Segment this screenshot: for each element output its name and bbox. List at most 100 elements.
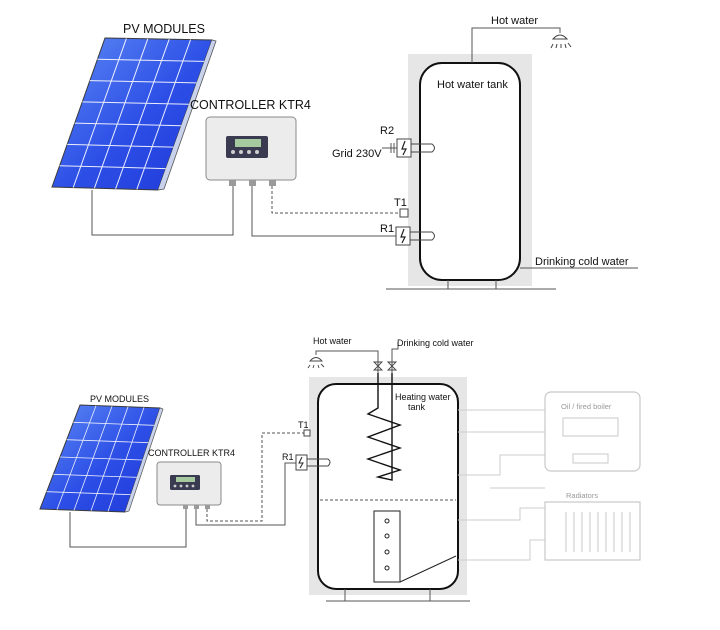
pv-cell-line (93, 38, 149, 189)
radiators (544, 501, 641, 561)
tank-label-line2: tank (408, 402, 426, 412)
hot-water-label: Hot water (313, 336, 352, 346)
tank-label: Hot water tank (437, 79, 508, 91)
pv-modules-label: PV MODULES (90, 394, 149, 404)
lightning-icon (401, 140, 407, 156)
r2-label: R2 (380, 125, 394, 137)
controller-to-r1-wire (251, 186, 396, 237)
boiler-label: Oil / fired boiler (561, 402, 612, 411)
pv-panel-frame-edge (157, 39, 217, 191)
hot-water-tank-1 (386, 54, 556, 290)
controller-button (191, 484, 195, 488)
pv-cell-line (53, 473, 137, 478)
lightning-icon (298, 456, 304, 469)
heater-r1-box (395, 226, 411, 246)
pv-panel-grid (46, 405, 155, 512)
system-1: PV MODULES CONTROLLER KTR4 H (51, 15, 638, 290)
heater-r2 (382, 138, 435, 158)
pv-cell-line (97, 58, 205, 62)
radiator-body (544, 501, 641, 561)
pv-cell-line (46, 491, 131, 496)
heating-element-r2 (411, 143, 435, 153)
controller-label: CONTROLLER KTR4 (148, 448, 235, 458)
controller-to-t1-sensor-wire (271, 186, 400, 214)
tank-label-line1: Heating water (395, 392, 451, 402)
tank-shell (317, 383, 459, 590)
hot-water-pipe (471, 27, 561, 63)
controller-ktr4-1 (205, 116, 297, 186)
pv-cell-line (115, 39, 170, 189)
flange-bolt (384, 518, 390, 524)
pv-cell-line (59, 456, 143, 461)
tank-diagonal (399, 555, 457, 583)
t1-label: T1 (298, 420, 309, 430)
pv-cell-line (66, 439, 149, 444)
controller-button (255, 150, 259, 154)
controller-button (239, 150, 243, 154)
hot-water-label: Hot water (491, 15, 538, 27)
heating-element-r1 (410, 231, 435, 241)
cold-water-pipe (391, 342, 399, 373)
controller-screen (235, 139, 261, 147)
pv-wire (91, 182, 234, 236)
controller-button (179, 484, 183, 488)
pv-cell-line (89, 80, 197, 84)
controller-label: CONTROLLER KTR4 (190, 98, 311, 112)
r1-label: R1 (282, 452, 294, 462)
shower-icon (307, 357, 325, 369)
heater-r1 (295, 454, 331, 471)
flange-bolt (384, 549, 390, 555)
controller-screen (176, 477, 195, 482)
controller-ktr4-2 (156, 461, 222, 509)
pv-panel-frame-edge (124, 407, 164, 513)
heating-element-r1 (307, 458, 331, 467)
boiler-vent (572, 453, 609, 464)
r1-label: R1 (380, 223, 394, 235)
boiler-body (544, 391, 641, 472)
valve-icon (372, 361, 384, 371)
flange-bolt (384, 533, 390, 539)
pv-modules-2 (39, 404, 164, 513)
controller-button (247, 150, 251, 154)
cold-water-label: Drinking cold water (535, 256, 629, 268)
cable-gland (183, 505, 188, 509)
heater-r1 (395, 226, 435, 246)
controller-to-t1-sensor-wire (206, 432, 304, 522)
cable-gland (269, 180, 276, 186)
controller-button (185, 484, 189, 488)
temperature-sensor-t1 (303, 429, 311, 437)
cable-gland (205, 505, 210, 509)
pv-wire (69, 508, 187, 548)
hot-water-pipe (315, 350, 379, 373)
pv-cell-line (82, 101, 189, 105)
pv-modules-1 (51, 37, 217, 191)
tank-shell (419, 62, 521, 281)
shower-icon (550, 34, 572, 49)
faded-pipes (458, 409, 545, 561)
lightning-icon (400, 228, 406, 244)
pv-cell-line (73, 421, 155, 426)
pv-cell-line (59, 165, 166, 170)
boiler-panel (562, 417, 619, 437)
cable-gland (249, 180, 256, 186)
system-2: PV MODULES CONTROLLER KTR4 (39, 336, 641, 602)
valve-icon (386, 361, 398, 371)
pv-cell-line (136, 39, 192, 190)
radiators-label: Radiators (566, 491, 598, 500)
grid-label: Grid 230V (332, 148, 382, 160)
oil-fired-boiler (544, 391, 641, 472)
cable-gland (194, 505, 199, 509)
pv-modules-label: PV MODULES (123, 22, 205, 36)
cable-gland (229, 180, 236, 186)
tank-flange (373, 510, 401, 583)
cold-water-label: Drinking cold water (397, 338, 474, 348)
radiator-fins (565, 512, 631, 552)
heating-water-tank-2 (309, 373, 470, 602)
heat-exchanger-coil (365, 373, 403, 481)
pv-cell-line (67, 143, 174, 148)
controller-button (231, 150, 235, 154)
pv-cell-line (72, 38, 127, 188)
controller-to-r1-wire (195, 462, 296, 526)
pv-panel-grid (59, 38, 205, 190)
